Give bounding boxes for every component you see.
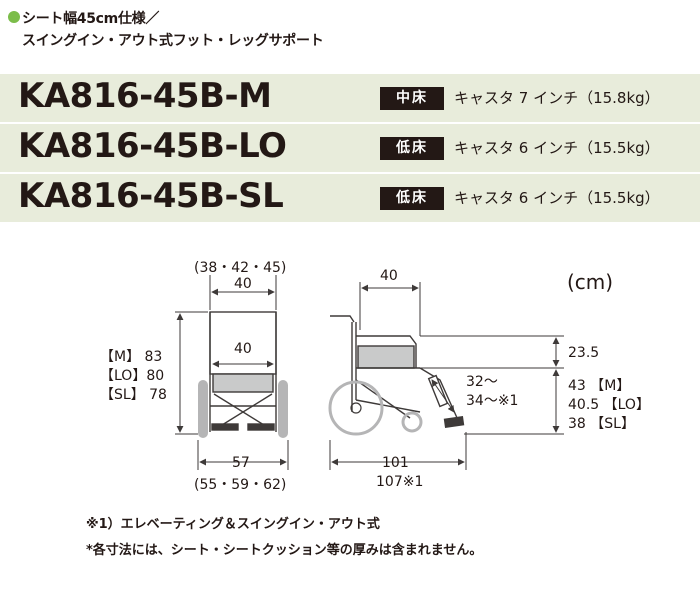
- rear-wheel-hub: [350, 402, 362, 414]
- model-name: KA816-45B-LO: [18, 126, 287, 166]
- front-bottom-width: 57: [232, 455, 250, 471]
- height-type-badge: 中床: [380, 87, 444, 110]
- model-row-m: KA816-45B-M 中床 キャスタ 7 インチ（15.8kg）: [0, 74, 700, 122]
- height-type-badge: 低床: [380, 137, 444, 160]
- rear-wheel: [328, 380, 384, 436]
- model-row-lo: KA816-45B-LO 低床 キャスタ 6 インチ（15.5kg）: [0, 124, 700, 172]
- front-top-range: (38・42・45): [194, 260, 287, 276]
- unit-label: (cm): [567, 270, 614, 294]
- side-depth-top: 40: [380, 268, 398, 284]
- front-seat-width: 40: [234, 341, 252, 357]
- front-view-wheelchair: [209, 311, 277, 432]
- side-view-wheelchair: [330, 315, 465, 429]
- side-seat-height-sl: 38 【SL】: [568, 416, 635, 432]
- front-top-width: 40: [234, 276, 252, 292]
- spec-line-1: シート幅45cm仕様／: [22, 11, 160, 27]
- caster-spec: キャスタ 6 インチ（15.5kg）: [454, 189, 660, 207]
- side-arm-height: 23.5: [568, 345, 600, 361]
- side-length-elevating: 107※1: [376, 474, 424, 490]
- side-length: 101: [382, 455, 409, 471]
- left-wheel: [198, 380, 208, 438]
- front-height-sl: 【SL】 78: [100, 387, 167, 403]
- caster-spec: キャスタ 6 インチ（15.5kg）: [454, 139, 660, 157]
- caster-wheel: [401, 411, 423, 433]
- spec-line-2: スイングイン・アウト式フット・レッグサポート: [22, 33, 324, 49]
- model-row-sl: KA816-45B-SL 低床 キャスタ 6 インチ（15.5kg）: [0, 174, 700, 222]
- side-leg-length-1: 32〜: [466, 374, 498, 390]
- model-name: KA816-45B-SL: [18, 176, 284, 216]
- bullet-dot-icon: [8, 11, 20, 23]
- right-wheel: [278, 380, 288, 438]
- side-leg-length-2: 34〜※1: [466, 393, 519, 409]
- side-seat-height-lo: 40.5 【LO】: [568, 397, 650, 413]
- caster-spec: キャスタ 7 インチ（15.8kg）: [454, 89, 660, 107]
- front-height-lo: 【LO】80: [100, 368, 165, 384]
- height-type-badge: 低床: [380, 187, 444, 210]
- front-height-m: 【M】 83: [100, 349, 163, 365]
- side-seat-height-m: 43 【M】: [568, 378, 631, 394]
- model-name: KA816-45B-M: [18, 76, 272, 116]
- note-dimensions: *各寸法には、シート・シートクッション等の厚みは含まれません。: [86, 543, 483, 558]
- front-bottom-range: (55・59・62): [194, 477, 287, 493]
- note-elevating: ※1）エレベーティング＆スイングイン・アウト式: [86, 517, 380, 532]
